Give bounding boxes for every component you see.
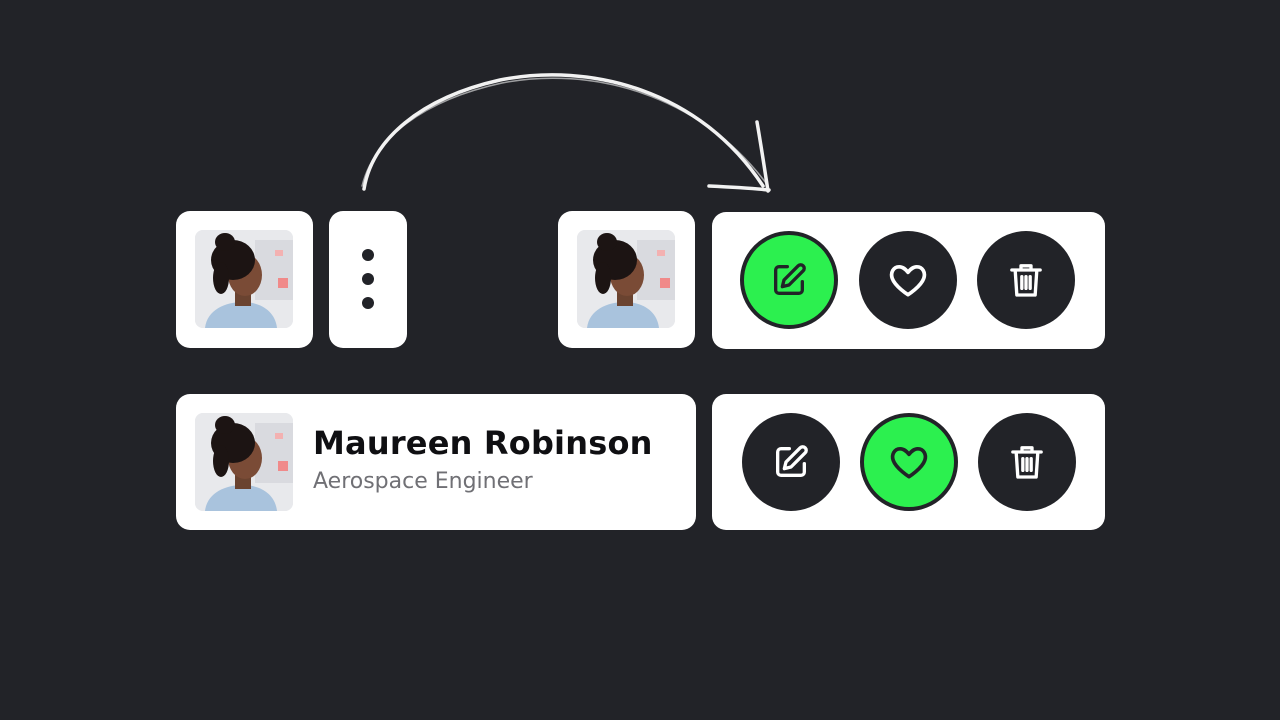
edit-button[interactable] xyxy=(742,413,840,511)
avatar-card-expanded xyxy=(558,211,695,348)
heart-icon xyxy=(889,264,927,297)
avatar xyxy=(195,413,293,511)
avatar xyxy=(195,230,293,328)
trash-icon xyxy=(1011,446,1043,479)
like-button[interactable] xyxy=(860,413,958,511)
edit-pencil-icon xyxy=(774,263,806,295)
profile-card: Maureen Robinson Aerospace Engineer xyxy=(176,394,696,530)
trash-icon xyxy=(1010,264,1042,297)
edit-button[interactable] xyxy=(740,231,838,329)
avatar xyxy=(577,230,675,328)
edit-pencil-icon xyxy=(776,445,808,477)
more-options-button[interactable] xyxy=(329,211,407,348)
heart-icon xyxy=(890,446,928,479)
profile-name: Maureen Robinson xyxy=(313,424,653,462)
delete-button[interactable] xyxy=(977,231,1075,329)
actions-card-top xyxy=(712,212,1105,349)
delete-button[interactable] xyxy=(978,413,1076,511)
actions-card-bottom xyxy=(712,394,1105,530)
like-button[interactable] xyxy=(859,231,957,329)
profile-role: Aerospace Engineer xyxy=(313,469,533,494)
avatar-card-collapsed xyxy=(176,211,313,348)
